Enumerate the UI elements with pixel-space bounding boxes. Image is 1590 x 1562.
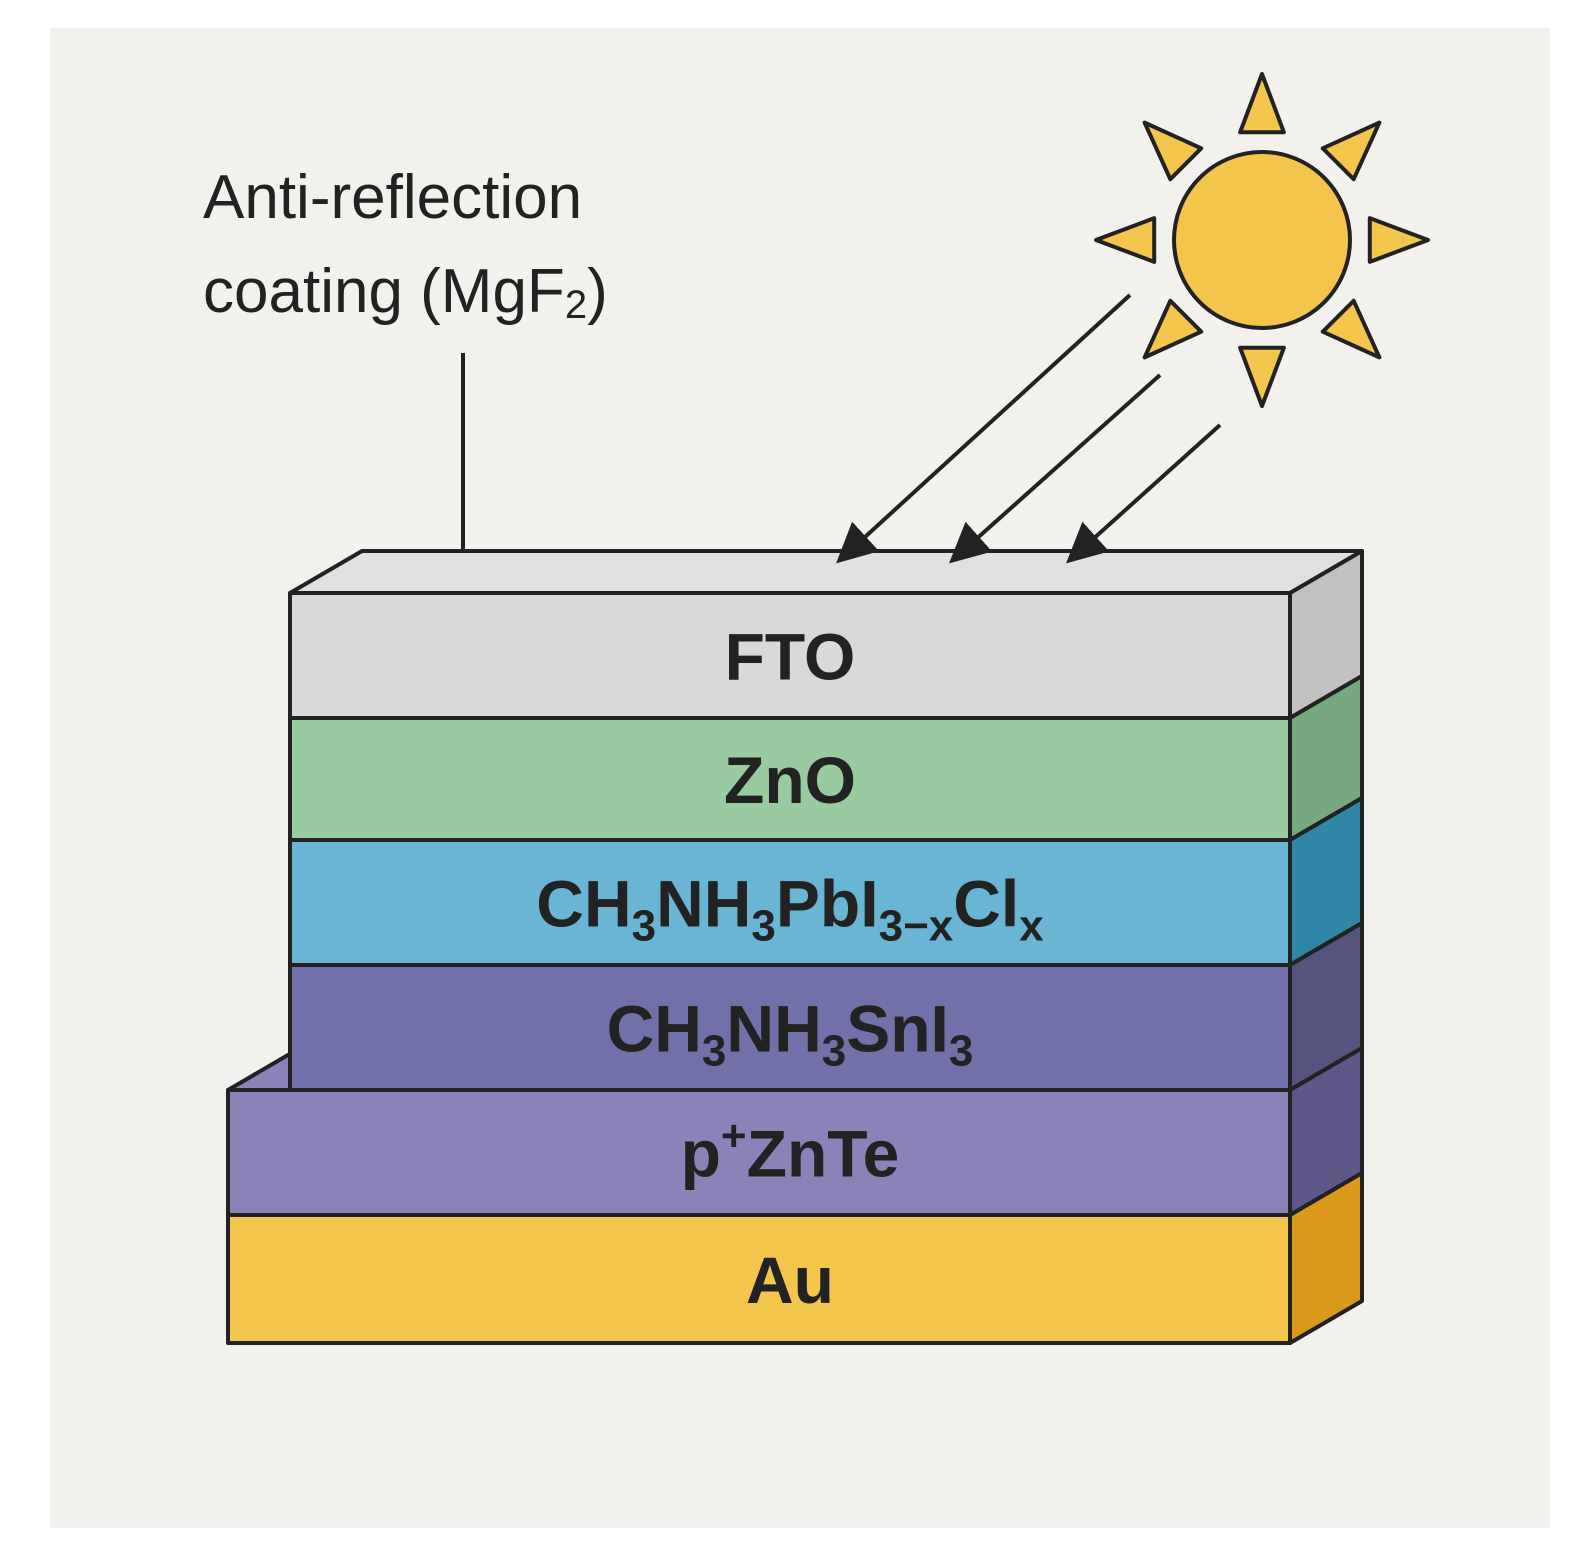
- layer-label-part: Cl: [953, 867, 1019, 941]
- layer-label-part: CH: [607, 992, 702, 1066]
- layer-label-part: 3: [949, 1027, 973, 1076]
- light-rays: [836, 293, 1222, 564]
- layer-zno: ZnO: [288, 674, 1364, 842]
- layer-label: CH3NH3PbI3−xClx: [536, 867, 1044, 951]
- sun-disc: [1172, 150, 1352, 330]
- layer-label-part: FTO: [725, 620, 856, 694]
- layer-label-part: 3: [702, 1027, 726, 1076]
- layer-label-part: ZnO: [724, 743, 856, 817]
- layer-label-part: 3: [632, 902, 656, 951]
- layer-znte: p+ZnTe: [226, 1046, 1364, 1217]
- sun-ray-triangle: [1320, 120, 1382, 182]
- layer-label-part: PbI: [776, 867, 879, 941]
- layer-front-face: [226, 1088, 1292, 1217]
- callout-label-line2: coating (MgF2): [203, 257, 608, 327]
- layer-pbi: CH3NH3PbI3−xClx: [288, 796, 1364, 967]
- light-ray-arrow: [1066, 423, 1222, 564]
- callout-text-subscript: 2: [565, 283, 587, 327]
- layer-label-part: +: [721, 1112, 747, 1161]
- sun-ray-triangle: [1238, 345, 1286, 408]
- layer-label-part: 3−x: [879, 902, 954, 951]
- sun-ray-triangle: [1367, 216, 1430, 264]
- sun-ray-triangle: [1320, 298, 1382, 360]
- sun-ray-triangle: [1142, 298, 1204, 360]
- layer-label-part: CH: [536, 867, 631, 941]
- sun-ray-triangle: [1142, 120, 1204, 182]
- layer-label-part: Au: [746, 1243, 834, 1317]
- layer-front-face: [288, 591, 1292, 720]
- layer-label: ZnO: [724, 743, 856, 817]
- layer-front-face: [288, 716, 1292, 842]
- layer-label: CH3NH3SnI3: [607, 992, 974, 1076]
- layer-front-face: [288, 838, 1292, 967]
- layer-fto: FTO: [288, 549, 1364, 720]
- callout-label-line1: Anti-reflection: [203, 163, 582, 232]
- layer-label: p+ZnTe: [681, 1112, 900, 1191]
- layer-front-face: [226, 1213, 1292, 1345]
- layer-label-part: p: [681, 1117, 721, 1191]
- layer-label-part: NH: [656, 867, 751, 941]
- layer-label-part: SnI: [846, 992, 949, 1066]
- layer-label: Au: [746, 1243, 834, 1317]
- layer-au: Au: [226, 1171, 1364, 1345]
- layer-label-part: ZnTe: [747, 1117, 900, 1191]
- layer-label-part: 3: [751, 902, 775, 951]
- layer-label-part: NH: [726, 992, 821, 1066]
- layer-label-part: 3: [822, 1027, 846, 1076]
- layer-sni: CH3NH3SnI3: [288, 921, 1364, 1092]
- light-ray-arrow: [836, 293, 1132, 564]
- sun-icon: [1094, 72, 1430, 408]
- sun-ray-triangle: [1238, 72, 1286, 135]
- callout-text-main: coating (MgF: [203, 257, 565, 326]
- sun-ray-triangle: [1094, 216, 1157, 264]
- anti-reflection-top-face: [288, 549, 1364, 595]
- layer-label: FTO: [725, 620, 856, 694]
- callout-text-end: ): [587, 257, 608, 326]
- light-ray-arrow: [949, 373, 1162, 564]
- layer-label-part: x: [1019, 902, 1044, 951]
